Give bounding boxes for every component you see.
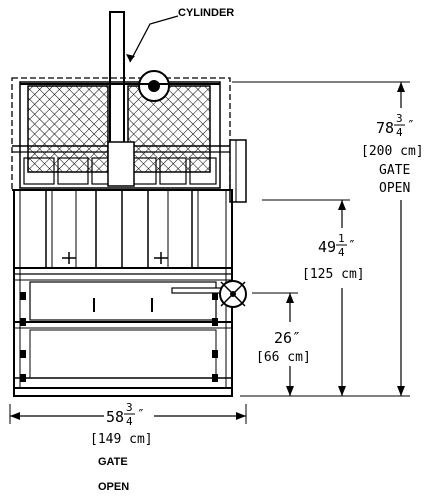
hydraulic-cylinder	[109, 11, 125, 163]
control-box	[229, 139, 247, 203]
overall-height-dimension	[232, 81, 410, 397]
overall-width-denominator: 4	[126, 415, 133, 428]
mesh-guard-right	[127, 85, 211, 173]
loading-door	[14, 281, 232, 379]
overall-width-whole: 58	[106, 408, 124, 426]
overall-height-note-1: GATE	[379, 163, 410, 178]
hinge-blocks	[20, 292, 218, 382]
gate-height-denominator: 4	[338, 246, 345, 259]
overall-height-metric: [200 cm]	[361, 144, 424, 159]
overall-width-note-1: GATE	[98, 456, 128, 468]
overall-width-metric: [149 cm]	[90, 432, 153, 447]
upper-frame-outline	[11, 77, 231, 191]
gate-height-whole: 49	[318, 238, 336, 256]
overall-width-note-2: OPEN	[98, 481, 129, 493]
machine-base	[13, 387, 233, 397]
gate-height-prime: ″	[348, 239, 356, 254]
cylinder-callout	[126, 15, 179, 63]
gate-height-numerator: 1	[338, 232, 345, 245]
door-height-value: 26″	[274, 329, 301, 347]
cylinder-label: CYLINDER	[178, 7, 234, 19]
overall-height-denominator: 4	[396, 126, 403, 139]
mesh-guard-left	[27, 85, 109, 173]
door-height-dimension	[252, 292, 298, 396]
gate-bars	[45, 190, 199, 268]
overall-width-numerator: 3	[126, 401, 133, 414]
press-band	[23, 141, 217, 187]
overall-width-prime: ″	[137, 408, 145, 423]
overall-width-dimension	[9, 404, 247, 424]
gate-height-dimension	[262, 199, 350, 396]
handwheel-icon	[219, 280, 247, 308]
overall-height-numerator: 3	[396, 112, 403, 125]
platen-arrows	[62, 252, 168, 264]
door-height-metric: [66 cm]	[256, 350, 311, 365]
gate-height-metric: [125 cm]	[302, 267, 365, 282]
baler-machine	[11, 11, 247, 397]
overall-height-prime: ″	[407, 119, 415, 134]
overall-height-whole: 78	[376, 119, 394, 137]
overall-height-note-2: OPEN	[379, 181, 410, 196]
